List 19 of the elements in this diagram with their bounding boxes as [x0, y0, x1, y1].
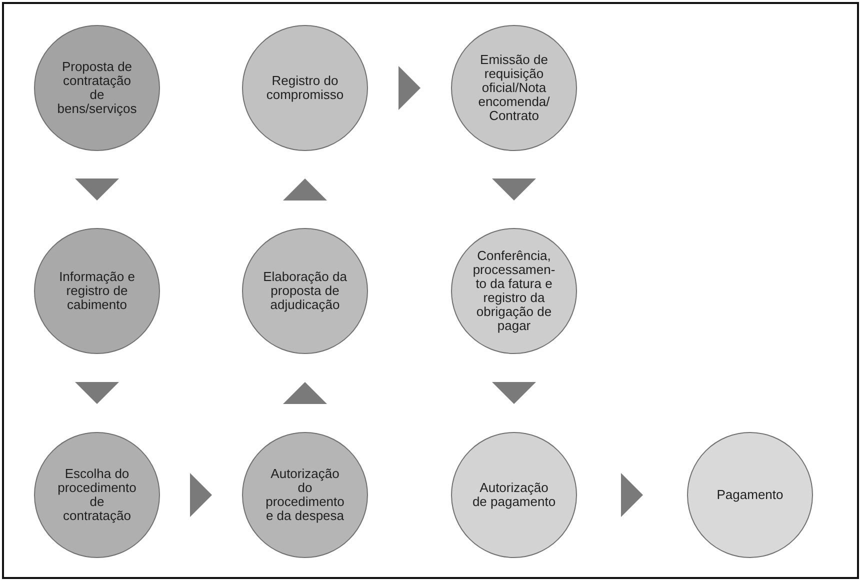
arrow: [75, 382, 119, 404]
arrow: [621, 473, 643, 517]
step-label: Proposta de contratação de bens/serviços: [56, 60, 138, 116]
arrow: [75, 178, 119, 200]
arrow: [492, 178, 536, 200]
arrow: [398, 66, 420, 110]
step-label: Conferência, processamen-to da fatura e registro da obrigação de pagar: [472, 249, 556, 333]
step-label: Emissão de requisição oficial/Nota encomenda/ Contrato: [477, 53, 551, 123]
step-label: Escolha do procedimento de contratação: [56, 467, 138, 523]
step-label: Autorização do procedimento e da despesa: [264, 467, 346, 523]
step-label: Autorização de pagamento: [472, 481, 556, 509]
arrow: [492, 382, 536, 404]
step-label: Informação e registro de cabimento: [58, 270, 136, 312]
step-label: Pagamento: [716, 488, 784, 502]
step-label: Registro do compromisso: [265, 74, 345, 102]
step-label: Elaboração da proposta de adjudicação: [263, 270, 347, 312]
arrow: [283, 382, 327, 404]
arrow: [190, 473, 212, 517]
arrow: [283, 178, 327, 200]
